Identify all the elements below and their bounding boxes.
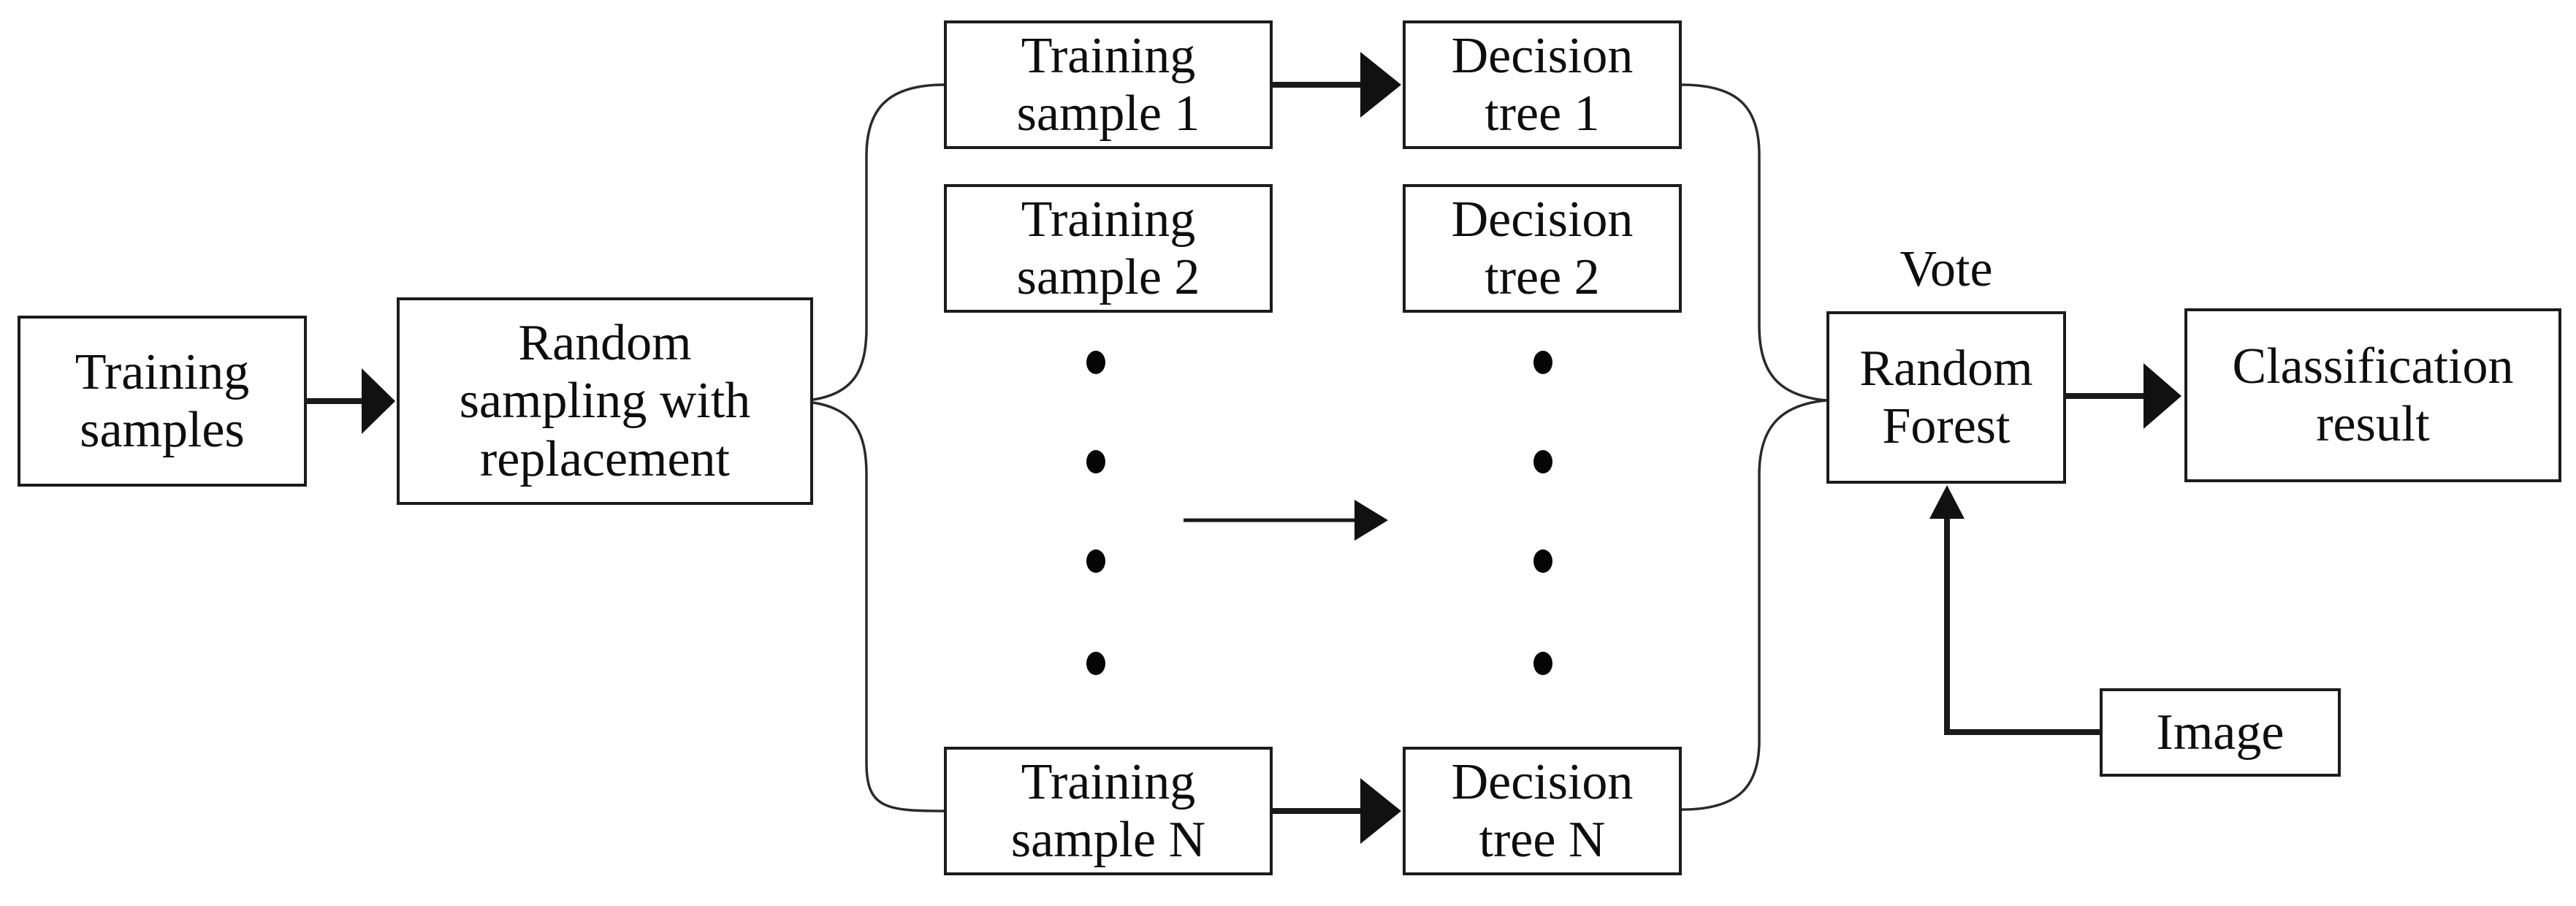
random-forest-box: Random Forest [1826, 311, 2066, 484]
random-sampling-box: Random sampling with replacement [397, 297, 813, 505]
decision-tree-1-box: Decision tree 1 [1403, 20, 1682, 149]
dot [1086, 549, 1105, 573]
arrow-head [1354, 500, 1388, 541]
image-box: Image [2100, 688, 2341, 777]
arrow-training-to-sampling [306, 368, 395, 434]
arrow-ellipsis-middle [1184, 500, 1388, 541]
dot [1533, 450, 1552, 473]
dot [1533, 549, 1552, 573]
split-brace-lower-curve [812, 401, 945, 812]
ellipsis-dots-right [1533, 351, 1552, 675]
arrow-head [2144, 363, 2181, 429]
ellipsis-dots-left [1086, 351, 1105, 675]
merge-brace-upper-curve [1681, 83, 1827, 402]
decision-tree-2-box: Decision tree 2 [1403, 184, 1682, 313]
dot [1086, 351, 1105, 374]
arrow-sample1-to-tree1 [1273, 52, 1401, 118]
decision-tree-n-box: Decision tree N [1403, 747, 1682, 875]
arrow-head [1360, 778, 1401, 844]
arrow-sampleN-to-treeN [1273, 778, 1401, 844]
vote-label: Vote [1899, 240, 1993, 297]
dot [1533, 652, 1552, 675]
merge-brace [1681, 83, 1827, 811]
training-sample-2-box: Training sample 2 [944, 184, 1273, 313]
split-brace [812, 83, 945, 812]
arrow-head [1929, 485, 1965, 519]
arrow-image-to-forest [1929, 485, 2100, 735]
training-sample-1-box: Training sample 1 [944, 20, 1273, 149]
merge-brace-lower-curve [1681, 399, 1827, 811]
dot [1086, 450, 1105, 473]
classification-result-box: Classification result [2184, 308, 2561, 482]
training-sample-n-box: Training sample N [944, 747, 1273, 875]
dot [1086, 652, 1105, 675]
arrow-head [362, 368, 395, 434]
arrow-head [1360, 52, 1401, 118]
split-brace-upper-curve [812, 83, 945, 401]
dot [1533, 351, 1552, 374]
arrow-elbow-shaft [1944, 516, 2100, 735]
arrow-forest-to-result [2066, 363, 2181, 429]
training-samples-box: Training samples [18, 316, 307, 487]
